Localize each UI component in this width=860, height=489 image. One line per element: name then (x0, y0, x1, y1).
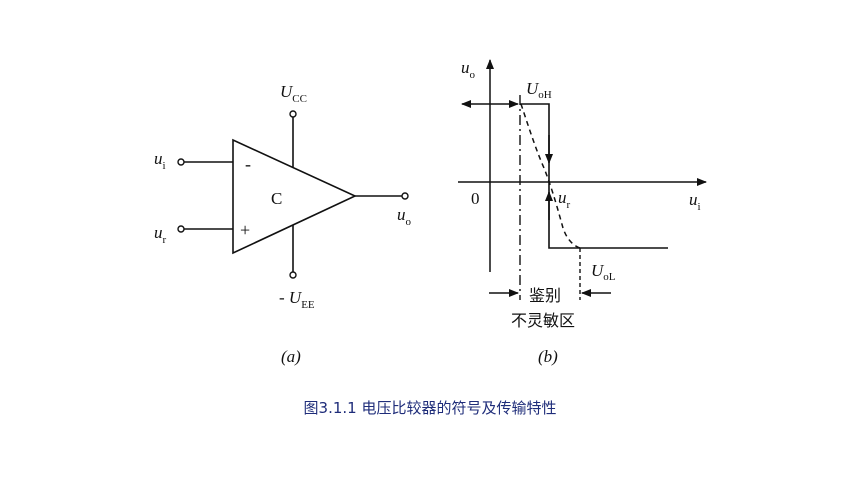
input-i-terminal (177, 158, 185, 166)
real-curve (520, 103, 581, 249)
comparator-triangle (232, 138, 357, 255)
input-r-label: ur (154, 223, 167, 246)
x-axis-label: ui (689, 190, 701, 213)
vee-terminal (289, 271, 297, 279)
plus-sign: + (240, 220, 250, 240)
dead-zone-label-line1: 鉴别 (529, 286, 561, 305)
minus-sign: - (245, 154, 251, 174)
threshold-label: ur (558, 188, 571, 211)
transfer-characteristic: uo ui 0 UoH UoL ur 鉴别 不灵敏区 (b) (458, 58, 707, 366)
ideal-curve (520, 103, 668, 249)
comparator-symbol: - + C UCC - UEE ui ur uo (a) (154, 82, 412, 366)
vee-label: - UEE (279, 288, 315, 311)
dead-zone-label-line2: 不灵敏区 (511, 311, 575, 330)
input-i-label: ui (154, 149, 166, 172)
y-axis-label: uo (461, 58, 476, 81)
low-level-label: UoL (591, 261, 616, 283)
panel-label-a: (a) (281, 347, 301, 366)
block-label: C (271, 189, 282, 208)
panel-label-b: (b) (538, 347, 558, 366)
high-level-label: UoH (526, 79, 552, 101)
vcc-label: UCC (280, 82, 307, 105)
origin-label: 0 (471, 189, 480, 208)
output-label: uo (397, 205, 412, 228)
figure-caption: 图3.1.1 电压比较器的符号及传输特性 (304, 399, 557, 417)
input-r-terminal (177, 225, 185, 233)
vcc-terminal (289, 110, 297, 118)
output-terminal (401, 192, 409, 200)
